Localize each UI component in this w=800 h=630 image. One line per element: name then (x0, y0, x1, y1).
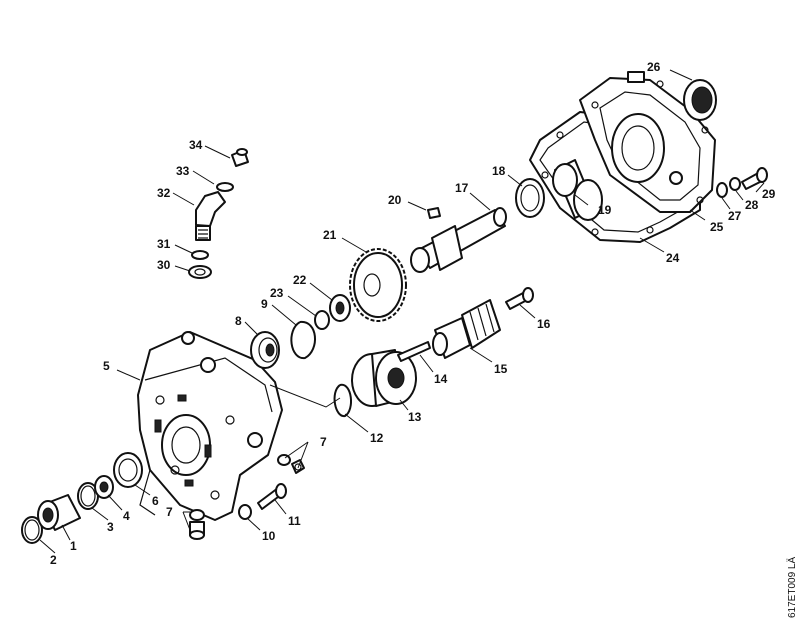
circlip-23 (314, 310, 330, 330)
callout-8: 8 (235, 314, 242, 328)
callout-10: 10 (262, 529, 276, 543)
callout-7-lower: 7 (166, 505, 173, 519)
callout-9: 9 (261, 297, 268, 311)
grease-nipple-34 (231, 148, 249, 167)
circlip-12 (333, 383, 352, 417)
callout-3: 3 (107, 520, 114, 534)
o-ring-31 (191, 250, 209, 260)
spur-gear-21 (349, 248, 407, 322)
callout-23: 23 (270, 286, 284, 300)
callout-27: 27 (728, 209, 742, 223)
callout-11: 11 (288, 514, 301, 528)
callout-19: 19 (598, 203, 612, 217)
nut-washer-7 (277, 454, 305, 474)
callout-1: 1 (70, 539, 77, 553)
callout-12: 12 (370, 431, 384, 445)
callout-25: 25 (710, 220, 724, 234)
washer-22 (329, 294, 351, 322)
callout-30: 30 (157, 258, 171, 272)
callout-13: 13 (408, 410, 422, 424)
callout-6: 6 (152, 494, 159, 508)
circlip-9 (290, 320, 317, 359)
callout-29: 29 (762, 187, 776, 201)
seal-26 (683, 79, 717, 121)
leader-lines (39, 69, 765, 554)
callout-20: 20 (388, 193, 402, 207)
callout-16: 16 (537, 317, 551, 331)
bolt-11 (257, 483, 287, 510)
callout-31: 31 (157, 237, 171, 251)
callout-22: 22 (293, 273, 307, 287)
callout-26: 26 (647, 60, 661, 74)
callout-4: 4 (123, 509, 130, 523)
front-seal-stack (21, 452, 143, 544)
bearing-8 (250, 331, 280, 369)
drawing-code: 617ET009 LÄ (786, 557, 798, 618)
callout-7-upper: 7 (320, 435, 327, 449)
seal-ring-33 (216, 182, 234, 192)
lockwasher-28 (729, 177, 741, 191)
washer-10 (238, 504, 252, 520)
callout-32: 32 (157, 186, 171, 200)
callout-labels: 1 2 3 4 5 6 7 7 8 9 10 11 12 13 14 15 16… (50, 60, 776, 567)
callout-5: 5 (103, 359, 110, 373)
housing-cover-25 (579, 71, 716, 213)
bearing-13 (351, 349, 417, 407)
callout-34: 34 (189, 138, 203, 152)
bolt-16 (505, 287, 534, 310)
washer-27 (716, 182, 728, 198)
callout-28: 28 (745, 198, 759, 212)
callout-21: 21 (323, 228, 337, 242)
screw-29 (741, 167, 768, 190)
callout-17: 17 (455, 181, 469, 195)
gear-housing (137, 331, 283, 521)
washer-18 (515, 178, 545, 218)
elbow-fitting-32 (195, 191, 226, 241)
callout-15: 15 (494, 362, 508, 376)
pinion-15 (432, 299, 501, 359)
callout-24: 24 (666, 251, 680, 265)
drain-plug (189, 509, 205, 540)
callout-2: 2 (50, 553, 57, 567)
callout-14: 14 (434, 372, 448, 386)
bushing-19 (552, 159, 603, 221)
key-20 (427, 207, 441, 219)
pin-14 (397, 341, 431, 362)
callout-33: 33 (176, 164, 190, 178)
washer-30 (188, 265, 212, 279)
output-shaft-17 (410, 207, 507, 273)
callout-18: 18 (492, 164, 506, 178)
